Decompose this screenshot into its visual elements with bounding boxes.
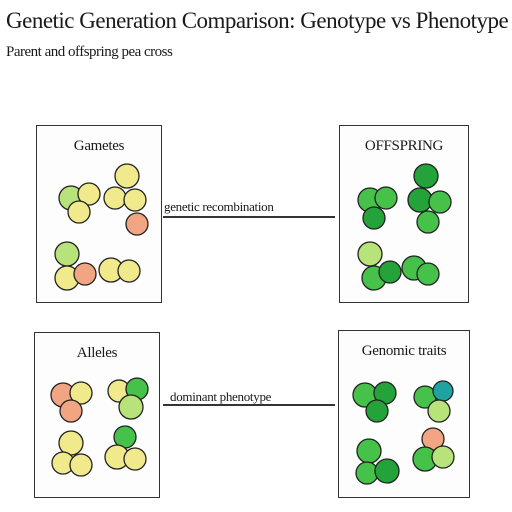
cell-circle <box>374 186 398 210</box>
cell-circle <box>378 260 402 284</box>
cell-circle <box>59 399 83 423</box>
cell-cluster-group <box>357 163 452 291</box>
cell-circle <box>428 190 452 214</box>
panel-top-left: Gametes <box>36 125 162 303</box>
panel-bottom-left: Alleles <box>34 332 160 498</box>
cell-cluster-group <box>50 377 149 477</box>
cell-circle <box>407 187 433 213</box>
panel-label: Genomic traits <box>361 343 447 359</box>
cell-circle <box>357 241 383 267</box>
cell-circle <box>73 262 97 286</box>
connector-line <box>163 216 335 218</box>
cell-circle <box>416 262 440 286</box>
cell-circle <box>123 188 147 212</box>
panel-bottom-right: Genomic traits <box>338 330 470 498</box>
cell-circle <box>427 399 451 423</box>
connector-line <box>163 404 335 406</box>
panel-label: OFFSPRING <box>364 138 444 154</box>
panel-label: Alleles <box>76 345 118 361</box>
cell-circle <box>103 186 127 210</box>
cell-circle <box>114 163 140 189</box>
panel-top-right: OFFSPRING <box>339 125 469 303</box>
panel-label: Gametes <box>73 138 125 154</box>
cell-circle <box>413 163 439 189</box>
cell-circle <box>362 206 386 230</box>
connector-label: genetic recombination <box>164 199 274 214</box>
cell-circle <box>416 210 440 234</box>
page-subtitle: Parent and offspring pea cross <box>6 44 173 60</box>
cell-circle <box>123 447 147 471</box>
cell-circle <box>77 182 101 206</box>
cell-circle <box>54 241 80 267</box>
cell-circle <box>118 394 144 420</box>
cell-circle <box>356 438 382 464</box>
cell-cluster-group <box>54 163 149 291</box>
page-title: Genetic Generation Comparison: Genotype … <box>6 8 509 33</box>
connector-label: dominant phenotype <box>170 389 272 404</box>
cell-circle <box>67 200 91 224</box>
cell-circle <box>117 259 141 283</box>
cell-circle <box>69 381 93 405</box>
cell-circle <box>125 212 149 236</box>
cell-circle <box>69 453 93 477</box>
cell-circle <box>365 399 389 423</box>
cell-circle <box>431 445 455 469</box>
cell-cluster-group <box>352 380 455 485</box>
cell-circle <box>432 380 454 402</box>
cell-circle <box>374 458 400 484</box>
